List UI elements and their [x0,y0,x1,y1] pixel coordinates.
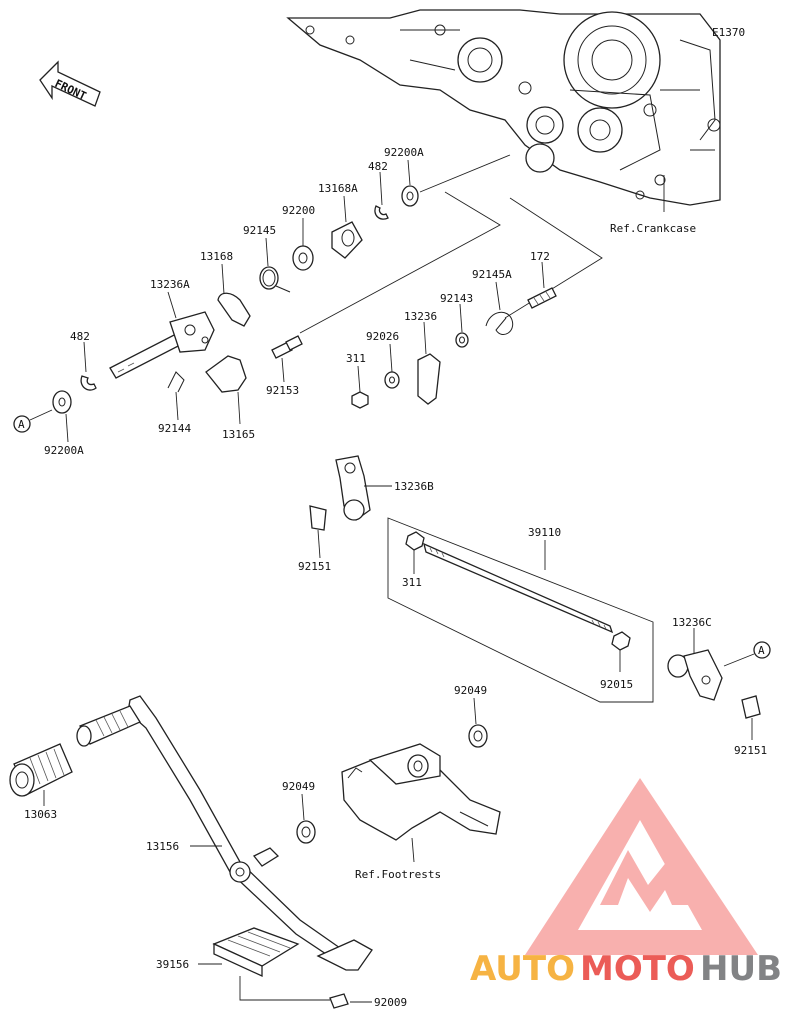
ref-footrests-label: Ref.Footrests [355,868,441,881]
label-92049-mid: 92049 [282,780,315,793]
part-92143-collar [455,332,469,348]
part-92049-washer-mid [296,820,316,844]
part-92144-spring [167,371,185,393]
diagram-code: E1370 [712,26,745,39]
watermark-logo: AUTO MOTO HUB [470,778,782,989]
marker-a-right: A [753,641,771,659]
part-pivot-bolt [252,847,280,867]
part-172-pin [527,287,557,309]
watermark-text-hub: HUB [700,949,782,989]
label-13236C: 13236C [672,616,712,629]
part-92200A-washer-left [52,390,72,414]
label-13168A: 13168A [318,182,358,195]
part-92026-washer [384,371,400,389]
label-92200: 92200 [282,204,315,217]
label-13063: 13063 [24,808,57,821]
part-92200A-washer-top [401,185,419,207]
part-13168A-collar [331,221,363,259]
label-92151-left: 92151 [298,560,331,573]
part-39156-pedal-pad [212,927,373,978]
svg-text:A: A [758,644,765,657]
label-92200A-top: 92200A [384,146,424,159]
label-482-top: 482 [368,160,388,173]
label-92009: 92009 [374,996,407,1009]
rod-assembly-box [387,517,654,703]
label-13168: 13168 [200,250,233,263]
marker-a-left: A [13,415,31,433]
label-39110: 39110 [528,526,561,539]
label-92151-right: 92151 [734,744,767,757]
part-92009-bolt [329,993,349,1009]
part-482-circlip-top [374,205,389,220]
part-92145A-spring [485,311,514,335]
part-482-circlip-left [80,375,97,391]
part-92145-spring [259,266,291,293]
part-311-nut-top [351,391,369,409]
ref-crankcase-label: Ref.Crankcase [610,222,696,235]
label-13236: 13236 [404,310,437,323]
part-311-nut-mid [405,531,425,551]
label-39156: 39156 [156,958,189,971]
label-482-left: 482 [70,330,90,343]
part-92015-nut [611,631,631,651]
label-13236A: 13236A [150,278,190,291]
label-92026: 92026 [366,330,399,343]
part-13165-lever [205,355,247,393]
part-13236A-shift-shaft [109,311,215,379]
part-13063-rubber [9,743,73,797]
part-92049-washer-top [468,724,488,748]
part-shift-peg [76,705,141,747]
part-92151-bolt-left [309,505,327,531]
svg-text:A: A [18,418,25,431]
part-13168-plate [217,292,251,327]
watermark-triangle-icon [525,778,758,955]
label-92143: 92143 [440,292,473,305]
label-172: 172 [530,250,550,263]
label-13165: 13165 [222,428,255,441]
label-13156: 13156 [146,840,179,853]
part-92153-bolt [271,335,303,359]
label-92049-top: 92049 [454,684,487,697]
label-311-mid: 311 [402,576,422,589]
part-13236B-rod-end [335,455,371,521]
part-13236C-rod-end [667,649,723,701]
label-311-top: 311 [346,352,366,365]
label-92145: 92145 [243,224,276,237]
footrest-bracket-illustration [341,743,501,841]
part-13236-lever [417,353,441,405]
label-92153: 92153 [266,384,299,397]
watermark-text-auto: AUTO [470,949,575,989]
watermark-inner-mark-icon [600,850,690,912]
part-92200-washer [292,245,314,271]
label-92015: 92015 [600,678,633,691]
label-13236B: 13236B [394,480,434,493]
part-92151-bolt-right [741,695,761,719]
watermark-text-moto: MOTO [580,949,695,989]
crankcase-illustration [286,9,721,206]
label-92144: 92144 [158,422,191,435]
part-39110-rod [423,542,614,634]
label-92145A: 92145A [472,268,512,281]
front-arrow-icon: FRONT [39,60,101,107]
label-92200A-left: 92200A [44,444,84,457]
